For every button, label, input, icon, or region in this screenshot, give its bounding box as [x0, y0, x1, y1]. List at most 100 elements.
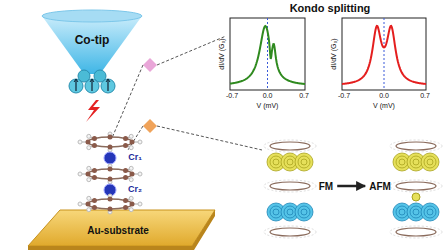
- carbon-atom: [108, 177, 113, 182]
- illustration-part: [28, 210, 215, 246]
- node-text: AFM: [369, 181, 391, 192]
- spin-arrow: [106, 79, 110, 82]
- text-node: FM: [316, 179, 336, 194]
- hydrogen-atom: [87, 208, 91, 212]
- illustration-part: [230, 18, 305, 90]
- kondo-curve: [342, 26, 426, 84]
- node-text: Co-tip: [75, 33, 110, 47]
- spin-lobe: [410, 206, 422, 218]
- carbon-atom: [92, 168, 97, 173]
- kondo-curve: [230, 26, 305, 84]
- spin-lobe: [287, 209, 293, 215]
- carbon-atom: [130, 140, 135, 145]
- axis-label: V (mV): [373, 102, 395, 110]
- atom-label: Cr₂: [127, 185, 143, 195]
- node-text: FM: [319, 181, 333, 192]
- hydrogen-atom: [87, 196, 91, 200]
- ring-bond: [396, 228, 436, 236]
- spin-lobe: [270, 156, 282, 168]
- spin-lobe: [273, 159, 279, 165]
- axis-label: 0.7: [420, 92, 430, 100]
- axis-label: 0.0: [379, 92, 389, 100]
- hydrogen-atom: [87, 178, 91, 182]
- illustration-part: [157, 126, 262, 150]
- illustration-part: [157, 36, 226, 65]
- hydrogen-atom: [138, 202, 142, 206]
- spin-lobe: [396, 206, 408, 218]
- co-atom: [94, 70, 106, 82]
- spin-lobe: [421, 153, 439, 171]
- spin-lobe: [427, 209, 433, 215]
- hydrogen-atom: [78, 172, 82, 176]
- spin-lobe: [298, 156, 310, 168]
- axis-label: 0.7: [299, 92, 309, 100]
- carbon-atom: [108, 197, 113, 202]
- illustration-part: [28, 210, 215, 250]
- illustration-part: [384, 18, 385, 90]
- illustration-part: [143, 58, 157, 72]
- carbon-atom: [92, 136, 97, 141]
- illustration-part: [42, 10, 142, 22]
- hydrogen-atom: [129, 208, 133, 212]
- carbon-atom: [108, 135, 113, 140]
- spin-lobe: [399, 209, 405, 215]
- atom-label: Cr₁: [127, 153, 143, 163]
- ring-bond: [270, 228, 310, 236]
- carbon-atom: [108, 167, 113, 172]
- axis-label: 0.0: [263, 92, 273, 100]
- spin-lobe: [413, 159, 419, 165]
- spin-lobe: [270, 206, 282, 218]
- spin-lobe: [399, 159, 405, 165]
- hydrogen-ring: [264, 180, 316, 192]
- carbon-atom: [123, 168, 128, 173]
- ring-bond: [270, 182, 310, 190]
- hydrogen-atom: [87, 134, 91, 138]
- carbon-atom: [123, 143, 128, 148]
- axis-label: -0.7: [226, 92, 238, 100]
- spin-arrow: [75, 80, 76, 91]
- carbon-atom: [86, 140, 91, 145]
- hydrogen-ring: [390, 140, 442, 152]
- spin-lobe: [396, 156, 408, 168]
- axis-label: dI/dV (G₀): [218, 38, 226, 69]
- axis-label: V (mV): [257, 102, 279, 110]
- hydrogen-ring: [264, 140, 316, 152]
- co-atom: [78, 70, 90, 82]
- carbon-atom: [92, 198, 97, 203]
- illustration-part: [112, 65, 143, 138]
- illustration-part: [86, 100, 100, 122]
- axis-label: -0.7: [338, 92, 350, 100]
- illustration-part: [264, 140, 442, 238]
- carbon-atom: [130, 202, 135, 207]
- illustration-part: [230, 26, 426, 84]
- hydrogen-atom: [78, 140, 82, 144]
- hydrogen-atom: [87, 166, 91, 170]
- ring-bond: [396, 182, 436, 190]
- spin-arrow: [91, 80, 92, 91]
- spin-lobe: [284, 206, 296, 218]
- spin-lobe: [413, 209, 419, 215]
- hydrogen-atom: [129, 196, 133, 200]
- spin-lobe: [301, 159, 307, 165]
- hydrogen-ring: [390, 180, 442, 192]
- hydrogen-atom: [78, 202, 82, 206]
- ring-bond: [270, 142, 310, 150]
- plot-title: Kondo splitting: [290, 2, 371, 14]
- illustration-part: [128, 126, 143, 150]
- spin-lobe: [298, 206, 310, 218]
- hydrogen-atom: [129, 134, 133, 138]
- text-node: Co-tip: [72, 31, 113, 49]
- carbon-atom: [92, 205, 97, 210]
- axis-label: dI/dV (G₀): [330, 38, 338, 69]
- illustration-part: [342, 18, 426, 90]
- hydrogen-atom: [87, 146, 91, 150]
- hydrogen-ring: [390, 226, 442, 238]
- illustration-part: [143, 119, 157, 133]
- transition-arrow: [337, 185, 365, 188]
- carbon-atom: [123, 136, 128, 141]
- spin-lobe: [295, 203, 313, 221]
- carbon-atom: [108, 207, 113, 212]
- spin-lobe: [424, 206, 436, 218]
- hydrogen-atom: [129, 178, 133, 182]
